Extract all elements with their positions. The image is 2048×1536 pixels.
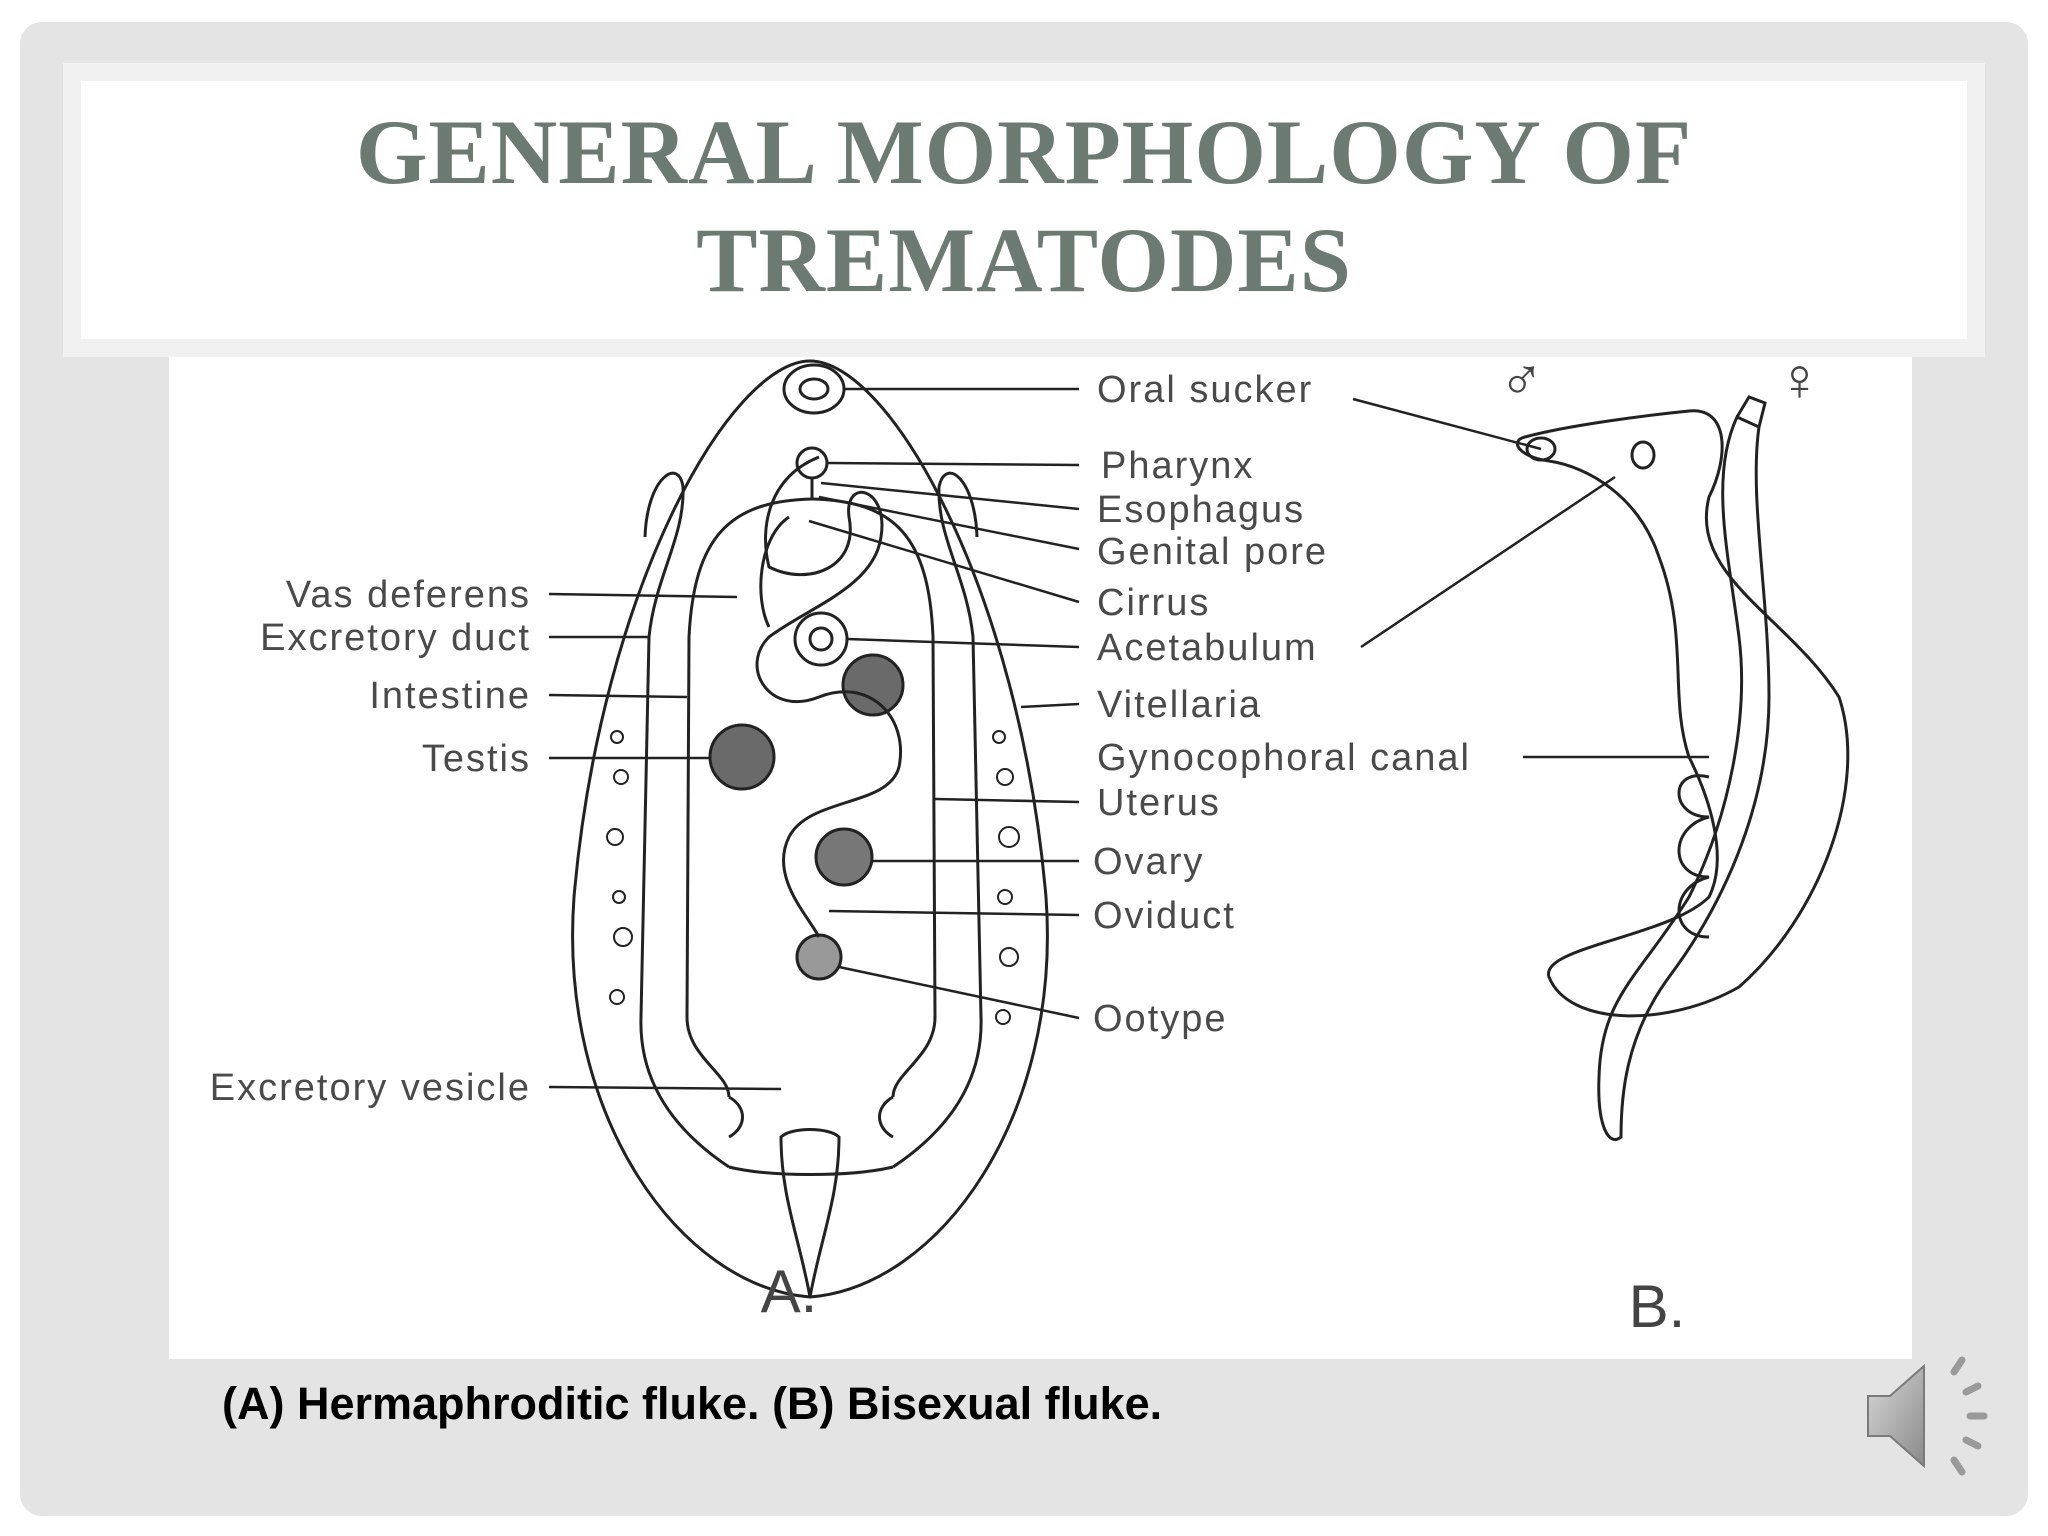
panel-b-label: B. [1629, 1273, 1686, 1340]
label-cirrus: Cirrus [1097, 582, 1210, 624]
label-excretory-duct: Excretory duct [260, 617, 531, 659]
label-oral-sucker: Oral sucker [1097, 369, 1313, 411]
label-intestine: Intestine [369, 675, 531, 717]
label-ovary: Ovary [1093, 841, 1204, 883]
gynocophoral-loops [1677, 774, 1710, 939]
trematode-figure: Vas deferens Excretory duct Intestine Te… [169, 337, 1912, 1359]
label-esophagus: Esophagus [1097, 489, 1305, 531]
label-vas-deferens: Vas deferens [286, 574, 531, 616]
fluke-b-male [1515, 409, 1850, 1018]
label-acetabulum: Acetabulum [1097, 627, 1318, 669]
label-excretory-vesicle: Excretory vesicle [210, 1067, 531, 1109]
male-acetabulum [1630, 440, 1656, 470]
male-oral-sucker [1525, 436, 1557, 462]
male-symbol: ♂ [1499, 346, 1544, 413]
ovary-shape [814, 827, 874, 887]
label-oviduct: Oviduct [1093, 895, 1236, 937]
title-line-1: GENERAL MORPHOLOGY OF [355, 101, 1693, 203]
label-pharynx: Pharynx [1101, 445, 1254, 487]
female-symbol: ♀ [1777, 346, 1822, 413]
excretory-vesicle-shape [779, 1128, 841, 1298]
label-genital-pore: Genital pore [1097, 531, 1328, 573]
title-line-2: TREMATODES [696, 209, 1352, 311]
label-gynocophoral-canal: Gynocophoral canal [1097, 737, 1471, 779]
acetabulum-shape [793, 611, 849, 667]
figure-drawing: Vas deferens Excretory duct Intestine Te… [210, 346, 1850, 1340]
slide-title: GENERAL MORPHOLOGY OF TREMATODES [0, 98, 2048, 314]
label-ootype: Ootype [1093, 998, 1228, 1040]
pharynx-shape [795, 446, 829, 480]
fluke-b-female [1597, 415, 1771, 1141]
label-vitellaria: Vitellaria [1097, 684, 1262, 726]
excretory-duct-shape [639, 471, 730, 1169]
vitellaria-shape [606, 730, 1020, 1025]
testis-shape [708, 723, 776, 791]
speaker-icon [1867, 1356, 1988, 1476]
label-testis: Testis [422, 738, 531, 780]
panel-a-label: A. [761, 1258, 818, 1325]
audio-button[interactable] [1862, 1352, 2002, 1480]
oral-sucker-shape [782, 363, 846, 415]
figure-caption: (A) Hermaphroditic fluke. (B) Bisexual f… [222, 1378, 1163, 1429]
label-uterus: Uterus [1097, 782, 1221, 824]
ootype-shape [795, 933, 843, 981]
title-panel [63, 63, 1985, 357]
intestine-shape [685, 478, 814, 1098]
uterus-shape [755, 455, 902, 938]
